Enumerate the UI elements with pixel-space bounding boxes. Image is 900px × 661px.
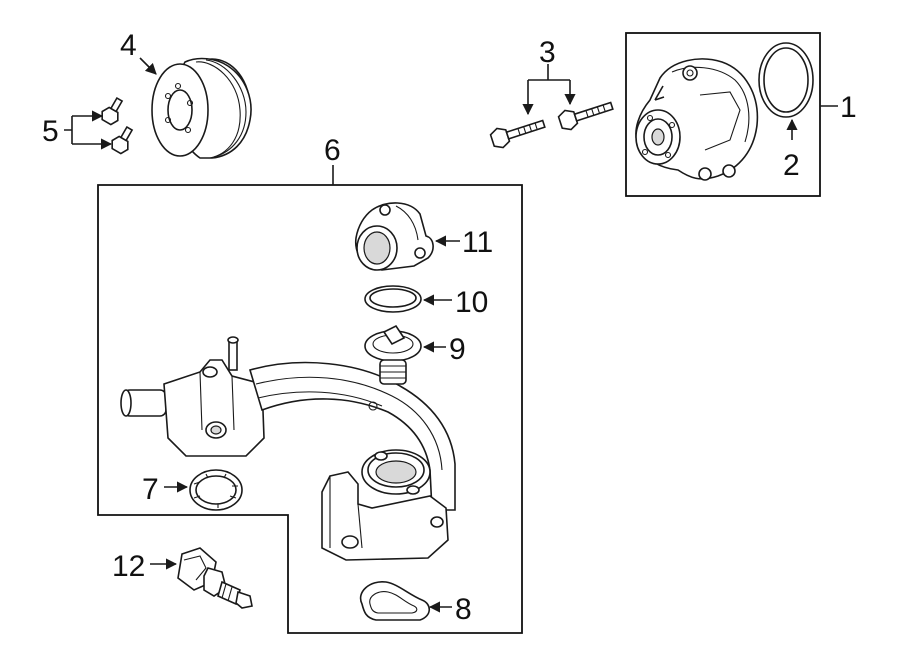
assembly-6-frame [97, 184, 523, 634]
water-pump [635, 58, 759, 181]
housing-gasket [359, 581, 431, 621]
callout-11: 11 [462, 226, 493, 259]
water-pump-frame [625, 32, 821, 197]
callout-4: 4 [120, 29, 137, 62]
temperature-sensor [177, 547, 253, 609]
pump-bolts [489, 101, 614, 149]
thermostat [364, 324, 422, 385]
water-outlet-housing [120, 336, 456, 561]
callout-4-arrow [139, 57, 157, 75]
callout-9: 9 [449, 333, 466, 366]
callout-12: 12 [112, 550, 145, 583]
pump-pulley [151, 57, 252, 159]
thermostat-seal [364, 285, 422, 313]
callout-2: 2 [783, 149, 800, 182]
callout-5-bracket [64, 116, 73, 144]
housing-seal [189, 469, 243, 511]
callout-10: 10 [455, 286, 488, 319]
pulley-bolts [101, 96, 134, 155]
callout-6: 6 [324, 134, 341, 167]
pump-gasket [758, 42, 814, 118]
callout-8: 8 [455, 593, 472, 626]
callout-3: 3 [539, 36, 556, 69]
callout-1: 1 [840, 91, 857, 124]
thermostat-housing [355, 202, 434, 271]
callout-3-bracket [528, 64, 570, 81]
callout-5: 5 [42, 115, 59, 148]
callout-7: 7 [142, 473, 159, 506]
